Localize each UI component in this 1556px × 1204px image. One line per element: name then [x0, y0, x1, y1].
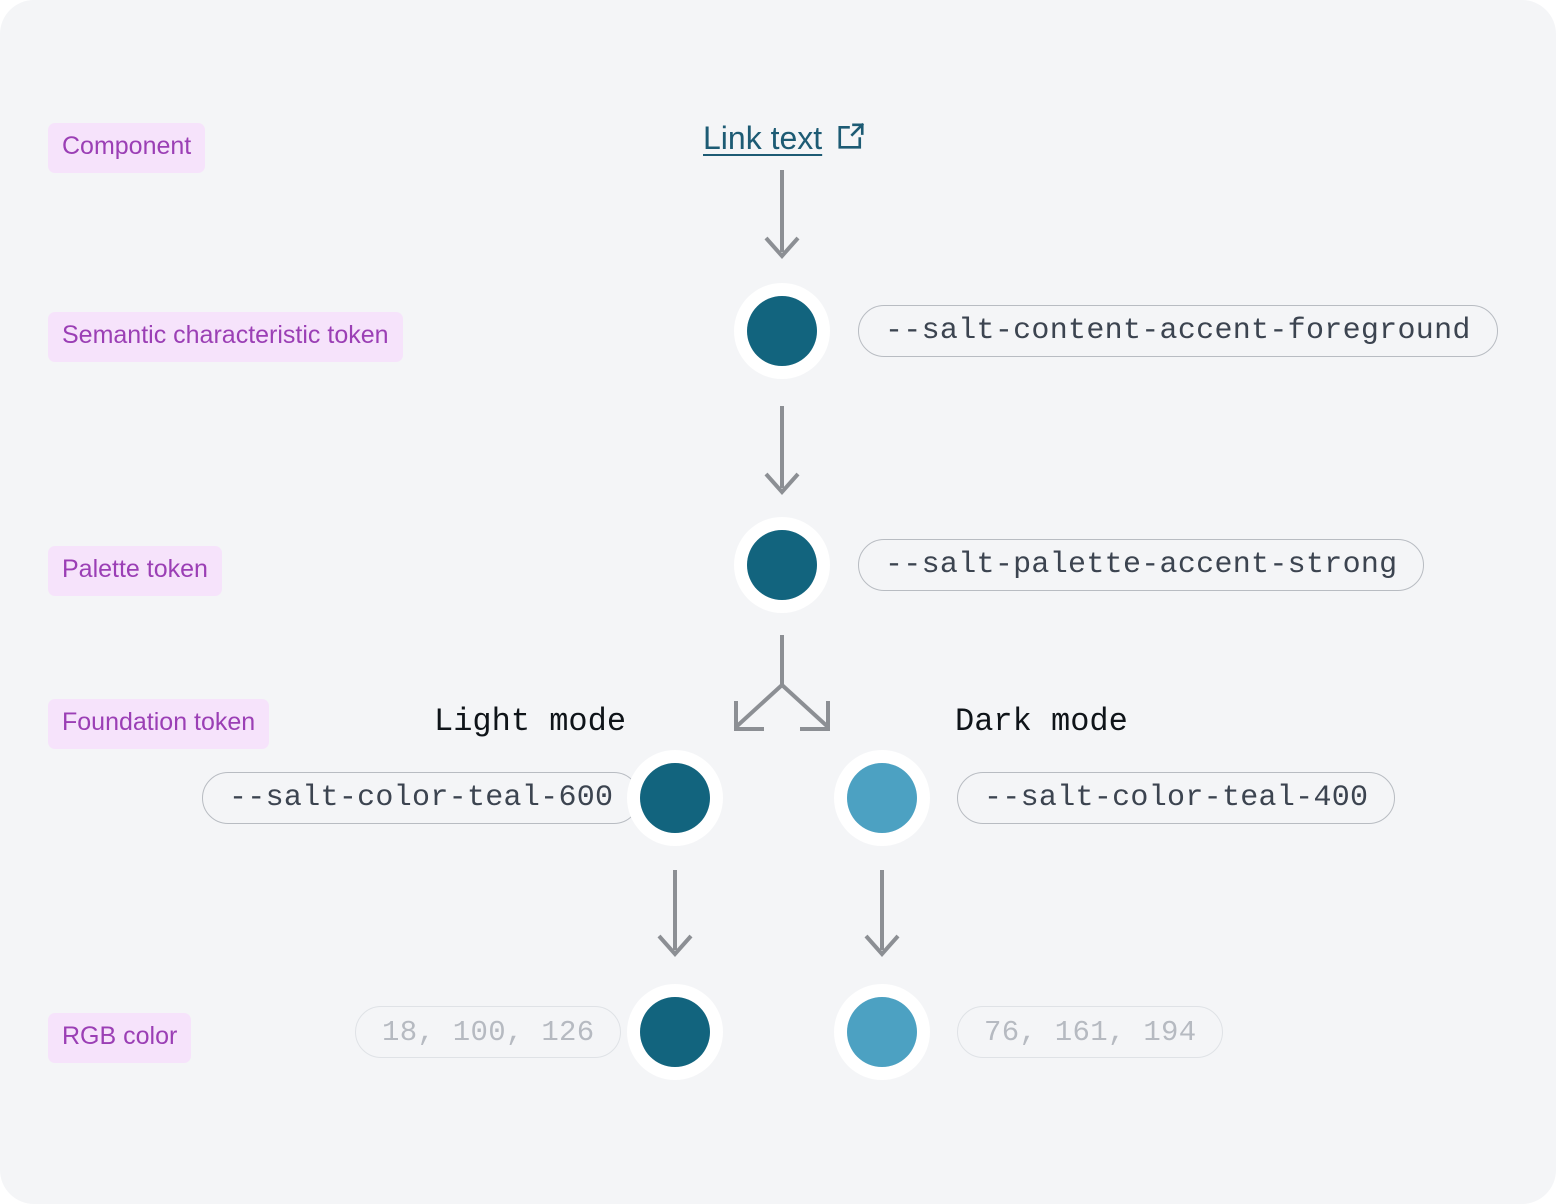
badge-semantic-characteristic-token: Semantic characteristic token: [48, 312, 403, 362]
swatch-rgb-light: [627, 984, 723, 1080]
arrow-component-to-semantic: [758, 168, 806, 273]
swatch-semantic-token: [734, 283, 830, 379]
pill-foundation-token-light[interactable]: --salt-color-teal-600: [202, 772, 641, 824]
light-mode-label: Light mode: [434, 703, 627, 740]
swatch-color-fill: [847, 763, 917, 833]
swatch-color-fill: [747, 296, 817, 366]
badge-component: Component: [48, 123, 206, 173]
badge-palette-token: Palette token: [48, 546, 222, 596]
badge-foundation-token: Foundation token: [48, 699, 270, 749]
link-text-label: Link text: [703, 120, 823, 156]
pill-semantic-token[interactable]: --salt-content-accent-foreground: [858, 305, 1498, 357]
component-link[interactable]: Link text: [703, 120, 866, 157]
pill-foundation-token-dark[interactable]: --salt-color-teal-400: [957, 772, 1396, 824]
swatch-color-fill: [640, 997, 710, 1067]
arrow-foundation-to-rgb-light: [651, 868, 699, 973]
pill-rgb-value-light[interactable]: 18, 100, 126: [355, 1006, 622, 1058]
swatch-color-fill: [747, 530, 817, 600]
swatch-color-fill: [640, 763, 710, 833]
swatch-palette-token: [734, 517, 830, 613]
swatch-foundation-dark: [834, 750, 930, 846]
dark-mode-label: Dark mode: [955, 703, 1128, 740]
arrow-branch-palette-to-modes: [718, 633, 846, 748]
swatch-color-fill: [847, 997, 917, 1067]
swatch-rgb-dark: [834, 984, 930, 1080]
badge-rgb-color: RGB color: [48, 1013, 192, 1063]
swatch-foundation-light: [627, 750, 723, 846]
pill-palette-token[interactable]: --salt-palette-accent-strong: [858, 539, 1425, 591]
arrow-semantic-to-palette: [758, 404, 806, 509]
external-link-icon: [836, 121, 866, 156]
arrow-foundation-to-rgb-dark: [858, 868, 906, 973]
pill-rgb-value-dark[interactable]: 76, 161, 194: [957, 1006, 1224, 1058]
